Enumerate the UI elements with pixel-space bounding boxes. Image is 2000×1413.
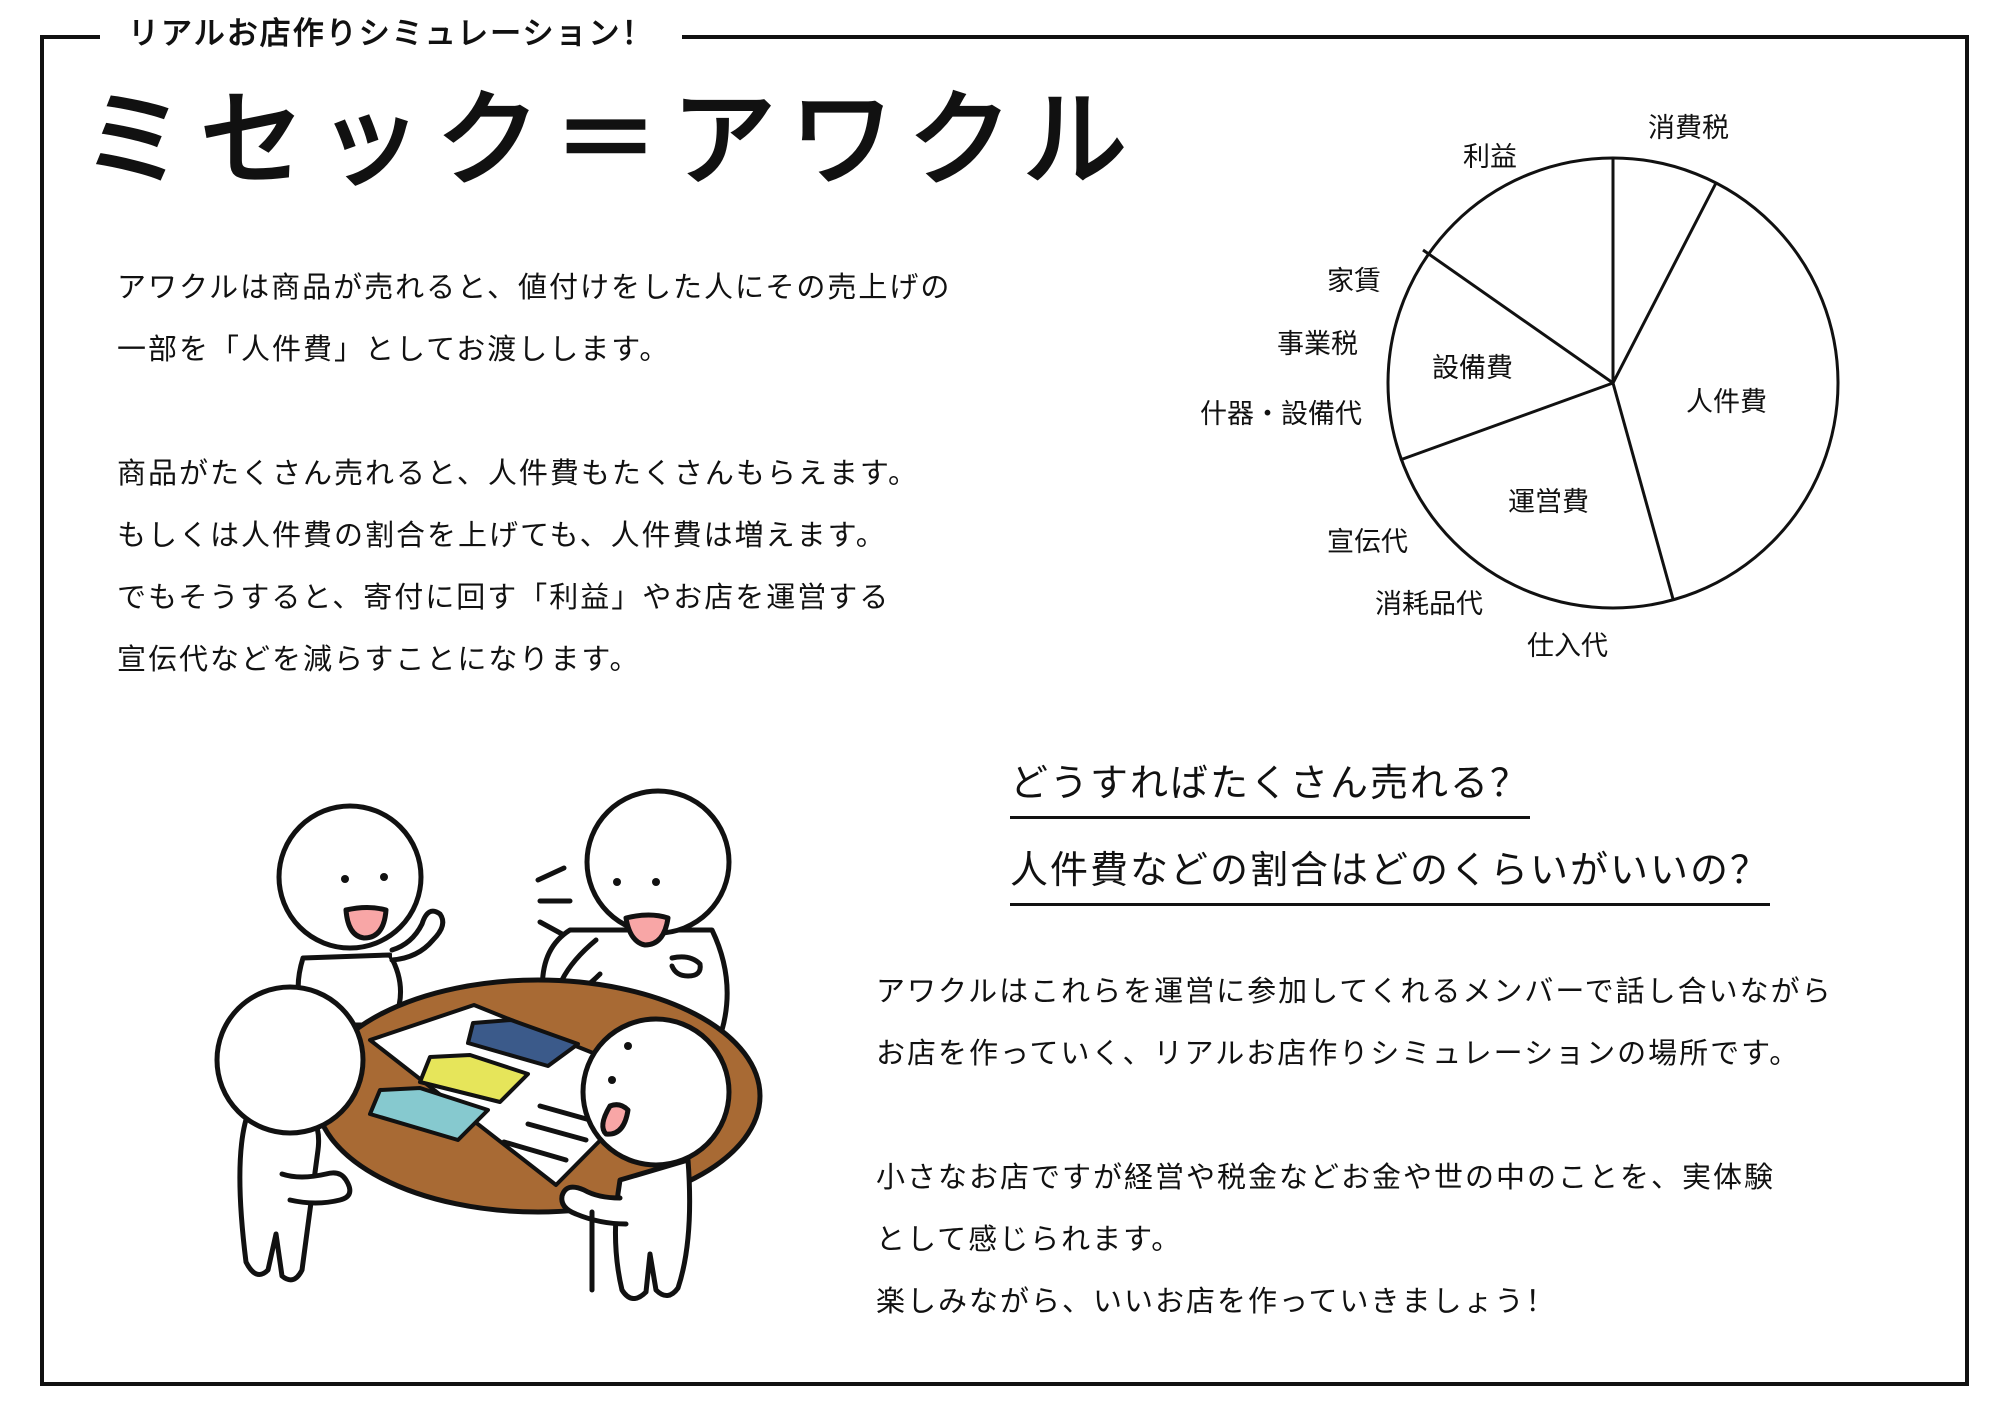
intro-line: 一部を「人件費」としてお渡しします。 — [117, 332, 671, 366]
intro-line: もしくは人件費の割合を上げても、人件費は増えます。 — [117, 518, 887, 552]
body-paragraph: アワクルはこれらを運営に参加してくれるメンバーで話し合いながら お店を作っていく… — [876, 960, 1833, 1332]
intro-line: 商品がたくさん売れると、人件費もたくさんもらえます。 — [117, 456, 919, 490]
body-line: アワクルはこれらを運営に参加してくれるメンバーで話し合いながら — [876, 974, 1833, 1008]
question-ratio: 人件費などの割合はどのくらいがいいの？ — [1010, 845, 1771, 906]
page-title: ミセック＝アワクル — [82, 79, 1141, 201]
intro-paragraph: アワクルは商品が売れると、値付けをした人にその売上げの 一部を「人件費」としてお… — [117, 256, 951, 690]
intro-line: 宣伝代などを減らすことになります。 — [117, 642, 641, 676]
body-line: として感じられます。 — [876, 1222, 1183, 1256]
intro-line: でもそうすると、寄付に回す「利益」やお店を運営する — [117, 580, 891, 614]
body-line: 楽しみながら、いいお店を作っていきましょう！ — [876, 1284, 1557, 1318]
question-sell-more: どうすればたくさん売れる？ — [1010, 758, 1531, 819]
page-frame — [40, 35, 1969, 1386]
body-line: 小さなお店ですが経営や税金などお金や世の中のことを、実体験 — [876, 1160, 1776, 1194]
intro-line: アワクルは商品が売れると、値付けをした人にその売上げの — [117, 270, 952, 304]
kicker-text: リアルお店作りシミュレーション！ — [100, 12, 683, 56]
body-line: お店を作っていく、リアルお店作りシミュレーションの場所です。 — [876, 1036, 1801, 1070]
